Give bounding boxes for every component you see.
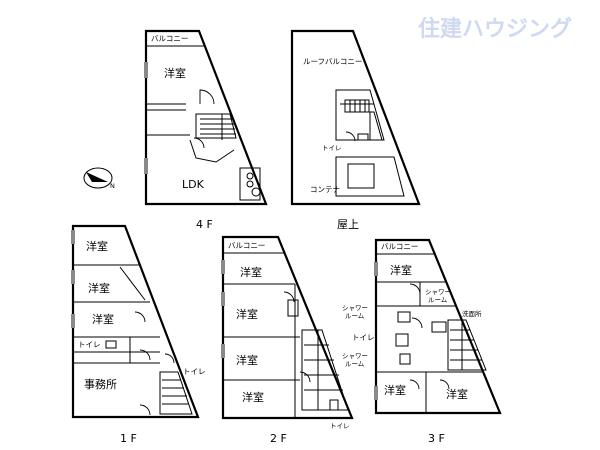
roof-floor-label: 屋上 (337, 218, 359, 231)
plan-4f: バルコニー 洋室 LDK (144, 29, 268, 206)
2f-room-1: 洋室 (240, 265, 262, 279)
3f-shower-left1-a: シャワー (342, 304, 368, 312)
1f-floor-label: 1 F (120, 432, 137, 445)
1f-office-label: 事務所 (84, 377, 117, 391)
plan-1f: 洋室 洋室 洋室 トイレ 事務所 トイレ (71, 224, 206, 419)
3f-toilet-label: トイレ (352, 333, 375, 342)
plan-2f: バルコニー 洋室 洋室 洋室 洋室 トイレ (221, 235, 354, 430)
4f-ldk-label: LDK (182, 178, 205, 191)
3f-shower-right-a: シャワー (425, 288, 451, 296)
1f-room-3: 洋室 (92, 312, 114, 326)
plan-3f: バルコニー 洋室 シャワー ルーム シャワー ルーム 洗面所 トイレ シャワー … (342, 238, 502, 415)
roof-balcony-label: ルーフバルコニー (303, 57, 362, 66)
1f-room-2: 洋室 (88, 281, 110, 295)
3f-shower-left2-b: ルーム (345, 360, 365, 368)
2f-floor-label: 2 F (270, 432, 287, 445)
brand-logo: 住建ハウジング (418, 16, 572, 42)
roof-toilet-label: トイレ (322, 144, 342, 152)
1f-toilet-label: トイレ (78, 340, 101, 349)
2f-toilet-label: トイレ (330, 422, 350, 430)
2f-room-2: 洋室 (236, 307, 258, 321)
4f-balcony-label: バルコニー (151, 34, 188, 43)
3f-shower-left2-a: シャワー (342, 352, 368, 360)
3f-shower-right-b: ルーム (428, 296, 448, 304)
3f-room-bottom-right: 洋室 (446, 387, 468, 401)
3f-balcony-label: バルコニー (381, 242, 418, 251)
roof-container-label: コンテナ (310, 185, 340, 194)
compass-icon: N (83, 167, 115, 190)
3f-shower-left1-b: ルーム (345, 312, 365, 320)
1f-toilet-side-label: トイレ (183, 367, 206, 376)
3f-washroom-label: 洗面所 (462, 309, 482, 318)
2f-room-3: 洋室 (236, 353, 258, 367)
1f-room-1: 洋室 (86, 239, 108, 253)
4f-floor-label: 4 F (196, 218, 213, 231)
2f-balcony-label: バルコニー (228, 241, 265, 250)
svg-text:N: N (110, 182, 115, 190)
plan-roof: ルーフバルコニー トイレ コンテナ (290, 29, 421, 206)
3f-floor-label: 3 F (428, 432, 445, 445)
2f-room-4: 洋室 (242, 390, 264, 404)
4f-room-upper: 洋室 (164, 66, 186, 80)
3f-room-top: 洋室 (390, 263, 412, 277)
3f-room-bottom-left: 洋室 (384, 383, 406, 397)
